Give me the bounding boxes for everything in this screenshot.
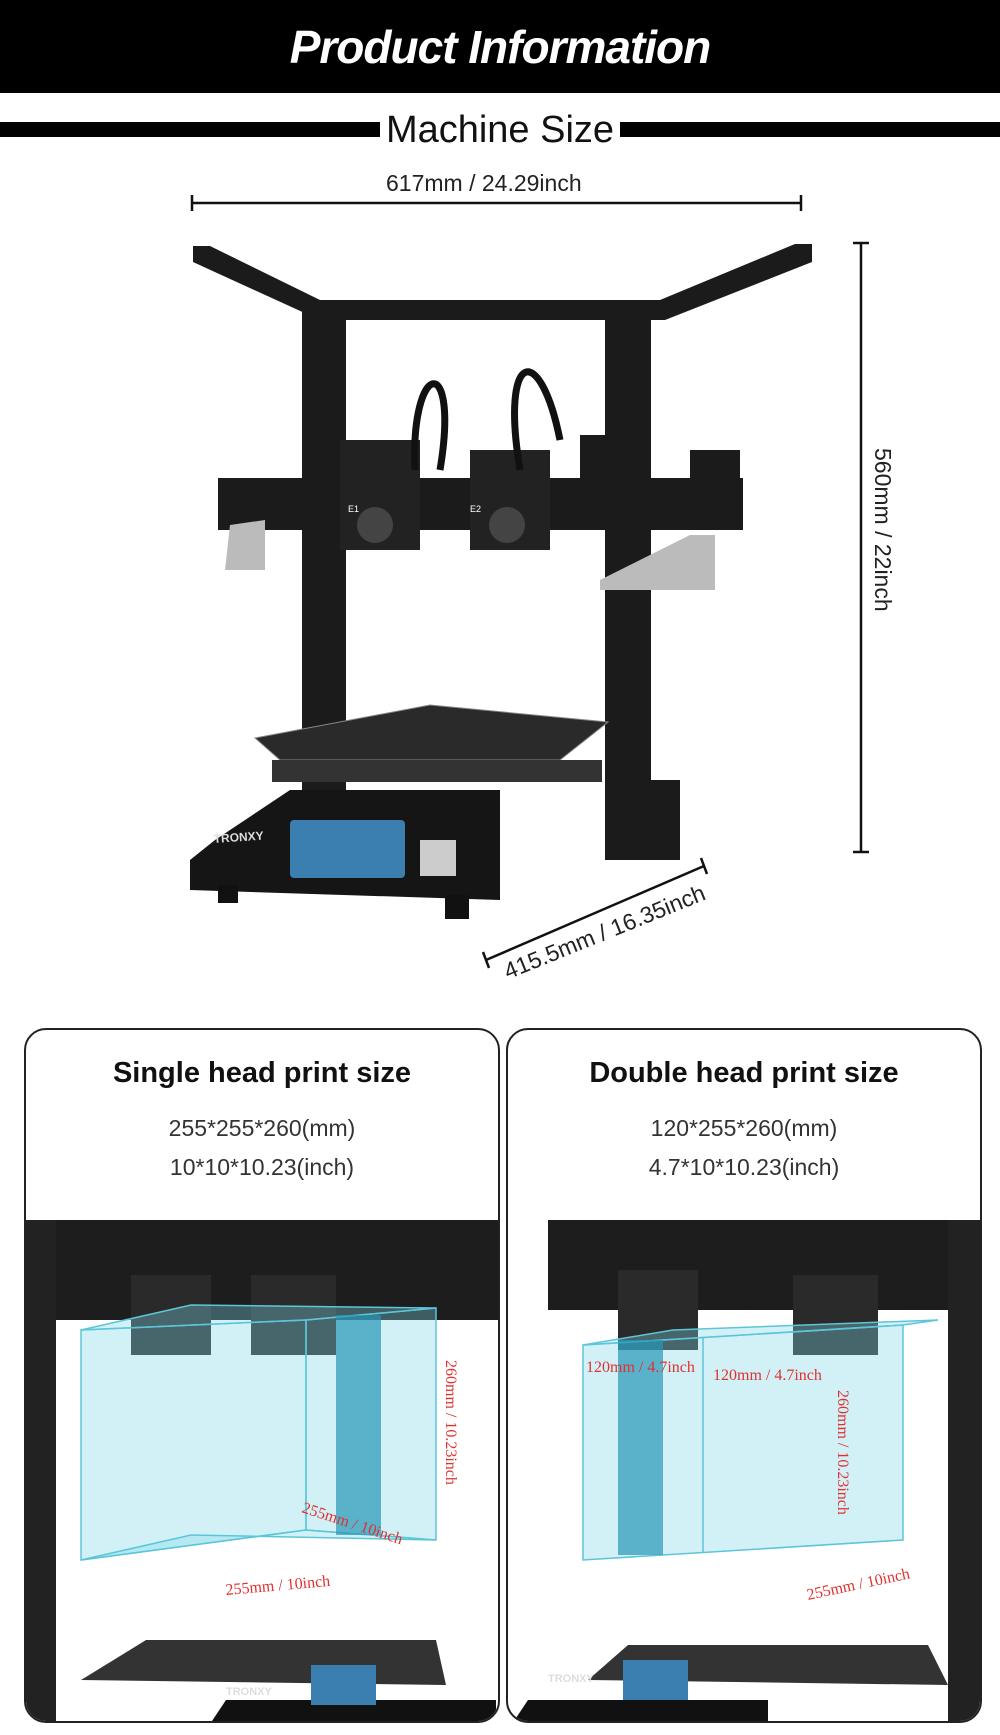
e2-label: E2: [470, 504, 481, 514]
double-head-card: Double head print size 120*255*260(mm) 4…: [506, 1028, 982, 1723]
dimension-lines: [190, 195, 869, 969]
header-title: Product Information: [289, 20, 712, 73]
height-label: 260mm / 10.23inch: [442, 1360, 459, 1485]
size-inch: 10*10*10.23(inch): [169, 1154, 355, 1180]
section-heading: Machine Size: [0, 108, 1000, 152]
right-width-label: 120mm / 4.7inch: [713, 1367, 822, 1384]
brand-logo: TRONXY: [548, 1673, 595, 1685]
e1-label: E1: [348, 504, 359, 514]
size-inch: 4.7*10*10.23(inch): [648, 1154, 840, 1180]
printer-illustration: TRONXY E1 E2: [190, 195, 869, 969]
width-dimension: 617mm / 24.29inch: [386, 170, 582, 196]
height-label: 260mm / 10.23inch: [834, 1390, 851, 1515]
divider: [620, 122, 1000, 137]
depth-label: 255mm / 10inch: [805, 1565, 911, 1603]
size-mm: 120*255*260(mm): [650, 1115, 838, 1141]
brand-logo: TRONXY: [213, 829, 264, 846]
card-title: Double head print size: [589, 1057, 899, 1089]
section-title: Machine Size: [379, 109, 621, 151]
brand-logo: TRONXY: [226, 1686, 273, 1698]
divider: [0, 122, 380, 137]
page-header: Product Information: [0, 0, 1000, 93]
single-head-card: Single head print size 255*255*260(mm) 1…: [24, 1028, 500, 1723]
double-head-illustration: 120mm / 4.7inch 120mm / 4.7inch 260mm / …: [514, 1220, 980, 1721]
single-head-illustration: 260mm / 10.23inch 255mm / 10inch 255mm /…: [26, 1220, 498, 1721]
width-label: 255mm / 10inch: [225, 1573, 331, 1599]
card-title: Single head print size: [112, 1057, 412, 1089]
left-width-label: 120mm / 4.7inch: [586, 1359, 695, 1376]
size-mm: 255*255*260(mm): [168, 1115, 356, 1141]
